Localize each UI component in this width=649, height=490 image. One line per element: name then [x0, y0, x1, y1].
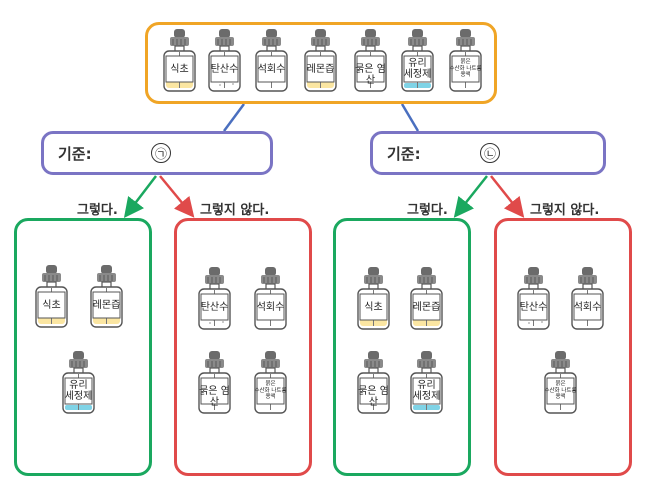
bottle-label: 레몬즙	[412, 301, 441, 313]
group-box-left-no	[174, 218, 312, 476]
bottle-label: 묽은 수산화 나트륨 용액	[449, 59, 482, 79]
arrow-right-yes	[453, 175, 488, 218]
bottle-label: 유리 세정제	[64, 380, 93, 402]
bottle-top-bottles-5: 유리 세정제	[399, 28, 436, 94]
bottle-top-bottles-6: 묽은 수산화 나트륨 용액	[447, 28, 484, 94]
bottle-label: 석회수	[256, 301, 285, 313]
bottle-groups-right-yes-0: 식초	[355, 266, 392, 332]
bottle-label: 탄산수	[210, 63, 239, 75]
branch-label-left-no: 그렇지 않다.	[200, 203, 270, 218]
group-box-right-no	[494, 218, 632, 476]
bottle-label: 석회수	[257, 63, 286, 75]
bottle-label: 식초	[364, 301, 383, 313]
bottle-groups-right-no-1: 석회수	[569, 266, 606, 332]
bottle-groups-left-yes-0: 식초	[33, 264, 70, 330]
criterion-box-left: 기준: ㉠	[41, 131, 273, 175]
group-box-left-yes	[14, 218, 152, 476]
bottle-groups-right-yes-3: 유리 세정제	[408, 350, 445, 416]
criterion-label-left: 기준:	[58, 145, 92, 163]
bottle-top-bottles-4: 묽은 염산	[352, 28, 389, 94]
bottle-groups-left-no-0: 탄산수	[196, 266, 233, 332]
bottle-groups-right-no-2: 묽은 수산화 나트륨 용액	[542, 350, 579, 416]
arrow-left-yes	[123, 175, 157, 218]
bottle-label: 석회수	[573, 301, 602, 313]
arrow-right-no	[490, 175, 525, 218]
bottle-groups-left-no-1: 석회수	[252, 266, 289, 332]
bottle-groups-left-yes-1: 레몬즙	[88, 264, 125, 330]
criterion-mark-left: ㉠	[151, 143, 171, 163]
bottle-groups-left-no-2: 묽은 염산	[196, 350, 233, 416]
bottle-label: 묽은 수산화 나트륨 용액	[544, 381, 577, 401]
group-box-right-yes	[333, 218, 471, 476]
bottle-label: 묽은 염산	[199, 385, 230, 408]
bottle-groups-right-yes-1: 레몬즙	[408, 266, 445, 332]
branch-label-right-yes: 그렇다.	[407, 203, 448, 218]
bottle-groups-right-no-0: 탄산수	[515, 266, 552, 332]
bottle-label: 식초	[170, 63, 189, 75]
bottle-groups-right-yes-2: 묽은 염산	[355, 350, 392, 416]
bottle-top-bottles-0: 식초	[161, 28, 198, 94]
criterion-mark-right: ㉡	[480, 143, 500, 163]
connector-line-left	[222, 103, 246, 132]
connector-line-right	[400, 103, 420, 132]
bottle-label: 탄산수	[519, 301, 548, 313]
criterion-label-right: 기준:	[387, 145, 421, 163]
bottle-label: 유리 세정제	[403, 58, 432, 80]
bottle-top-bottles-1: 탄산수	[206, 28, 243, 94]
branch-label-left-yes: 그렇다.	[77, 203, 118, 218]
bottle-top-bottles-2: 석회수	[253, 28, 290, 94]
branch-label-right-no: 그렇지 않다.	[530, 203, 600, 218]
bottle-groups-left-yes-2: 유리 세정제	[60, 350, 97, 416]
bottle-label: 묽은 염산	[355, 63, 386, 86]
criterion-box-right: 기준: ㉡	[370, 131, 606, 175]
bottle-label: 묽은 수산화 나트륨 용액	[254, 381, 287, 401]
bottle-label: 레몬즙	[306, 63, 335, 75]
bottle-label: 탄산수	[200, 301, 229, 313]
arrow-left-no	[159, 175, 195, 218]
bottle-label: 식초	[42, 299, 61, 311]
bottle-label: 레몬즙	[92, 299, 121, 311]
bottle-label: 유리 세정제	[412, 380, 441, 402]
bottle-top-bottles-3: 레몬즙	[302, 28, 339, 94]
bottle-groups-left-no-3: 묽은 수산화 나트륨 용액	[252, 350, 289, 416]
bottle-label: 묽은 염산	[358, 385, 389, 408]
